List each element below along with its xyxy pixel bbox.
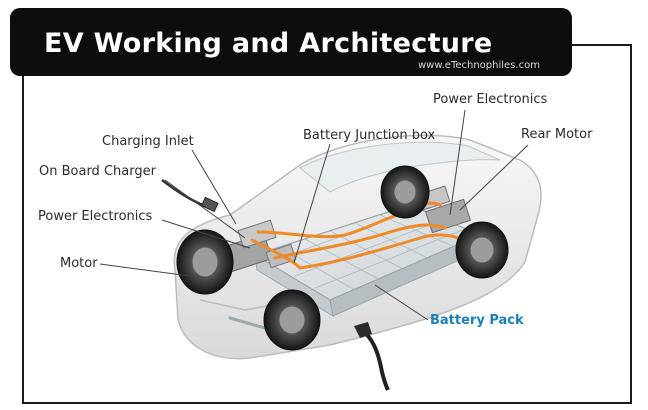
hv-cables bbox=[250, 201, 464, 270]
charging-cable-top bbox=[161, 179, 219, 213]
label-power-electronics-front: Power Electronics bbox=[38, 209, 153, 224]
wheel-rear-right bbox=[455, 221, 509, 279]
label-on-board-charger: On Board Charger bbox=[39, 164, 156, 179]
wheel-rear-left bbox=[380, 165, 430, 219]
label-battery-junction-box: Battery Junction box bbox=[303, 128, 436, 143]
charging-plug-bottom bbox=[354, 322, 390, 391]
title-banner: EV Working and Architecture bbox=[10, 8, 572, 76]
page-title: EV Working and Architecture bbox=[44, 28, 493, 59]
label-rear-motor: Rear Motor bbox=[521, 127, 593, 142]
label-power-electronics-rear: Power Electronics bbox=[433, 92, 548, 107]
label-battery-pack: Battery Pack bbox=[430, 313, 524, 328]
wheel-front-right bbox=[263, 289, 321, 351]
watermark: www.eTechnophiles.com bbox=[418, 60, 540, 71]
leader-lines bbox=[99, 109, 529, 321]
wheel-front-left bbox=[176, 229, 234, 295]
label-motor: Motor bbox=[60, 256, 98, 271]
label-charging-inlet: Charging Inlet bbox=[102, 134, 194, 149]
